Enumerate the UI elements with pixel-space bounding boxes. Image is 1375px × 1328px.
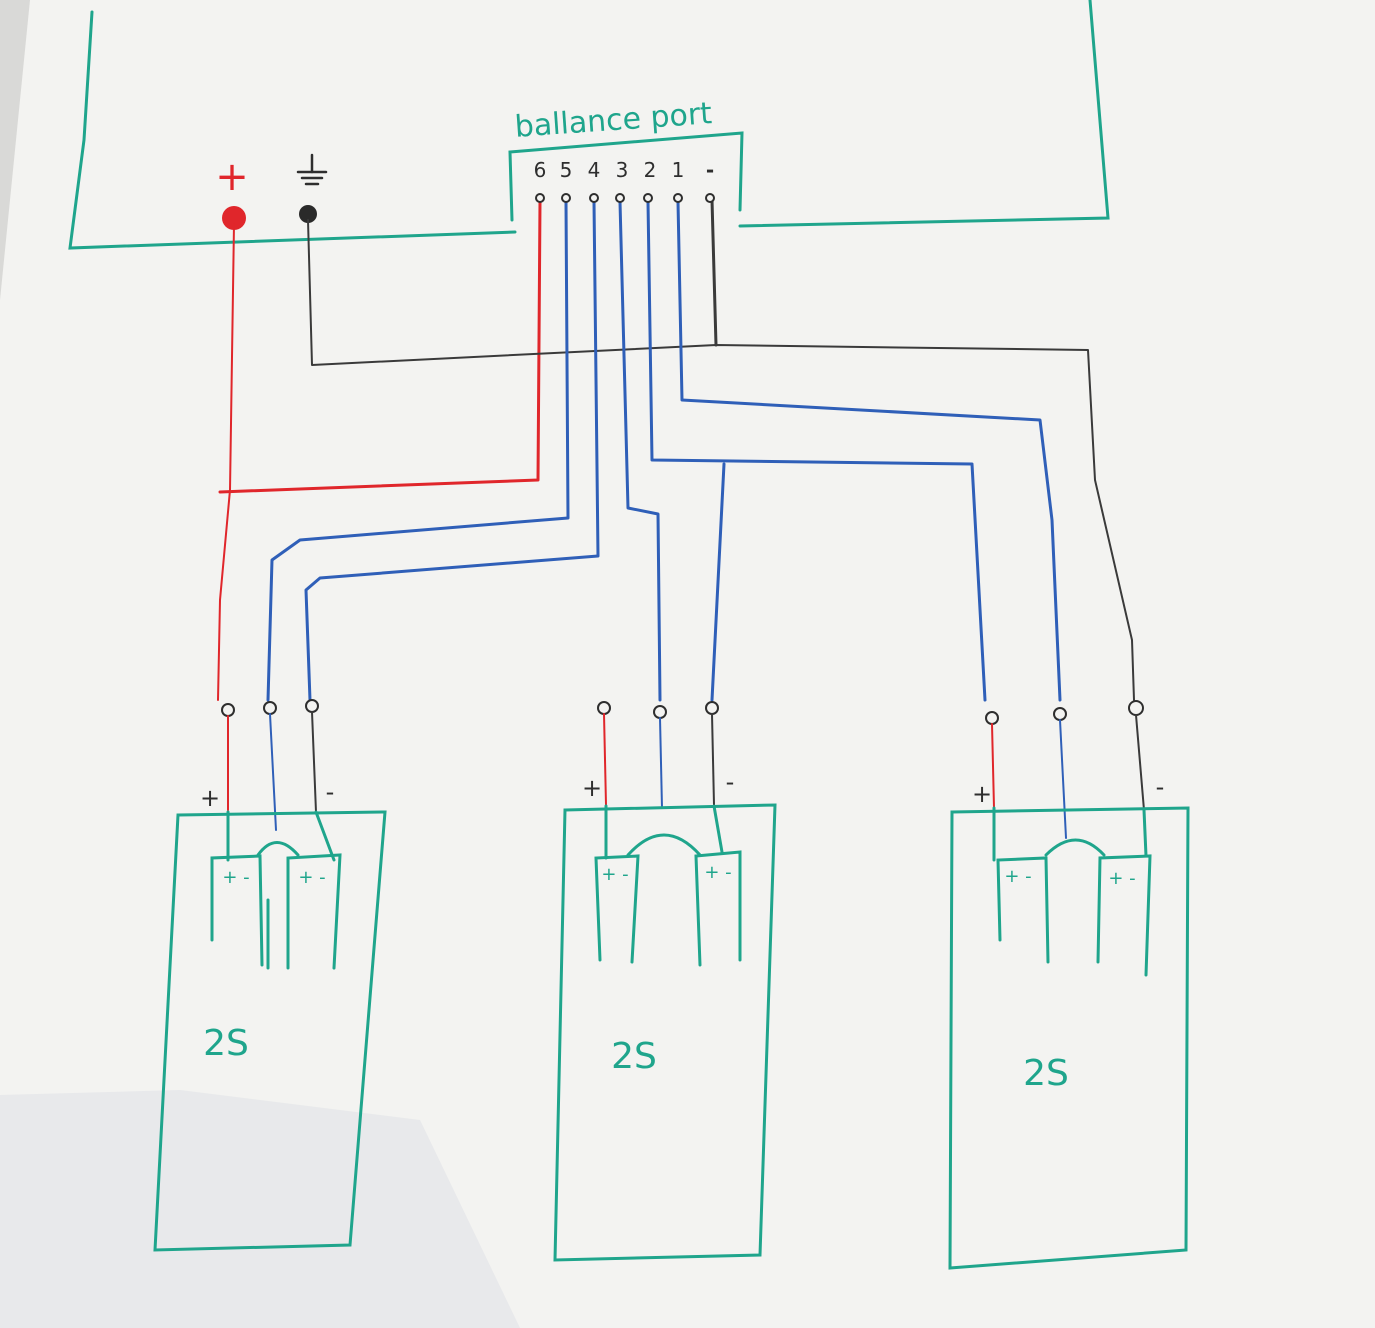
pack-minus-label: - [326, 778, 335, 806]
balance-port-bracket [508, 131, 744, 222]
pack-positive-lead [991, 723, 995, 809]
balance-pin [673, 193, 683, 203]
balance-port-pins [535, 193, 715, 203]
balance-pin [705, 193, 715, 203]
pack-label: 2S [1023, 1053, 1069, 1094]
cell-mark: + - [298, 867, 325, 888]
connector-pin [1128, 700, 1144, 716]
pack-plus-label: + [200, 784, 220, 812]
pack-plus-label: + [582, 774, 602, 802]
pack-positive-lead [603, 713, 607, 806]
cell-mark: + - [601, 864, 628, 885]
pack-minus-label: - [726, 768, 735, 796]
connector-pin [653, 705, 667, 719]
balance-wire-5 [266, 200, 570, 702]
cell-mark: + - [1108, 868, 1135, 889]
cell-1 [210, 854, 264, 967]
balance-pin-label: - [706, 158, 714, 182]
connector-pin [705, 701, 719, 715]
pack-connector [985, 700, 1144, 725]
connector-pin [221, 703, 235, 717]
ground-terminal [299, 205, 317, 223]
cell-mark: + - [1004, 866, 1031, 887]
cell-2 [286, 853, 342, 970]
balance-pin [643, 193, 653, 203]
pack-negative-lead [1135, 714, 1145, 811]
pack-series-link [256, 841, 300, 857]
pack-balance-lead [1059, 719, 1067, 839]
balance-pin [589, 193, 599, 203]
balance-pin-label: 6 [534, 158, 547, 182]
cell-2 [1096, 854, 1152, 977]
pack-outline [948, 806, 1190, 1270]
balance-pin-label: 5 [560, 158, 573, 182]
cell-mark: + - [222, 867, 249, 888]
balance-pin [561, 193, 571, 203]
positive-terminal-symbol: + [215, 154, 249, 200]
pack-series-link [626, 833, 702, 857]
balance-wire-minus [710, 198, 718, 347]
balance-pin [535, 193, 545, 203]
connector-pin [263, 701, 277, 715]
connector-pin [305, 699, 319, 713]
balance-wire-4 [304, 200, 600, 702]
pack-inner-leads [992, 806, 1148, 862]
pack-negative-lead [711, 713, 715, 806]
battery-pack-1: + - + - + - 2S [153, 699, 387, 1252]
cell-mark: + - [704, 862, 731, 883]
connector-pin [597, 701, 611, 715]
pack-label: 2S [203, 1023, 249, 1064]
balance-pin [615, 193, 625, 203]
cell-1 [594, 854, 640, 964]
balance-pin-label: 3 [616, 158, 629, 182]
cell-2 [694, 850, 742, 967]
pack-inner-leads [604, 804, 724, 860]
main-positive-wire [217, 223, 235, 701]
ground-icon [296, 153, 328, 186]
balance-wire-1 [676, 200, 1062, 702]
pack-balance-lead [269, 713, 277, 831]
balance-wire-2-branch [710, 462, 726, 702]
positive-terminal [222, 206, 246, 230]
pack-label: 2S [611, 1036, 657, 1077]
cell-1 [996, 856, 1050, 964]
battery-pack-3: + - + - + - 2S [948, 700, 1190, 1270]
connector-pin [1053, 707, 1067, 721]
balance-pin-label: 2 [644, 158, 657, 182]
pack-negative-lead [311, 711, 317, 813]
pack-series-link [1044, 838, 1106, 857]
charger-box [68, 0, 1110, 250]
pack-balance-lead [659, 717, 663, 809]
pack-outline [553, 803, 777, 1262]
battery-pack-2: + - + - + - 2S [553, 701, 777, 1262]
wires [217, 198, 1135, 702]
pack-plus-label: + [972, 780, 992, 808]
balance-wire-6 [218, 200, 542, 494]
paper-shadow [0, 1090, 520, 1328]
pack-connector [221, 699, 319, 717]
connector-pin [985, 711, 999, 725]
pack-minus-label: - [1156, 773, 1165, 801]
balance-pin-labels: 6 5 4 3 2 1 - [534, 158, 715, 182]
balance-wire-3 [618, 200, 662, 702]
balance-pin-label: 1 [672, 158, 685, 182]
balance-wire-2 [646, 200, 987, 702]
pack-inner-leads [226, 810, 336, 970]
balance-pin-label: 4 [588, 158, 601, 182]
main-ground-wire [307, 219, 1135, 701]
